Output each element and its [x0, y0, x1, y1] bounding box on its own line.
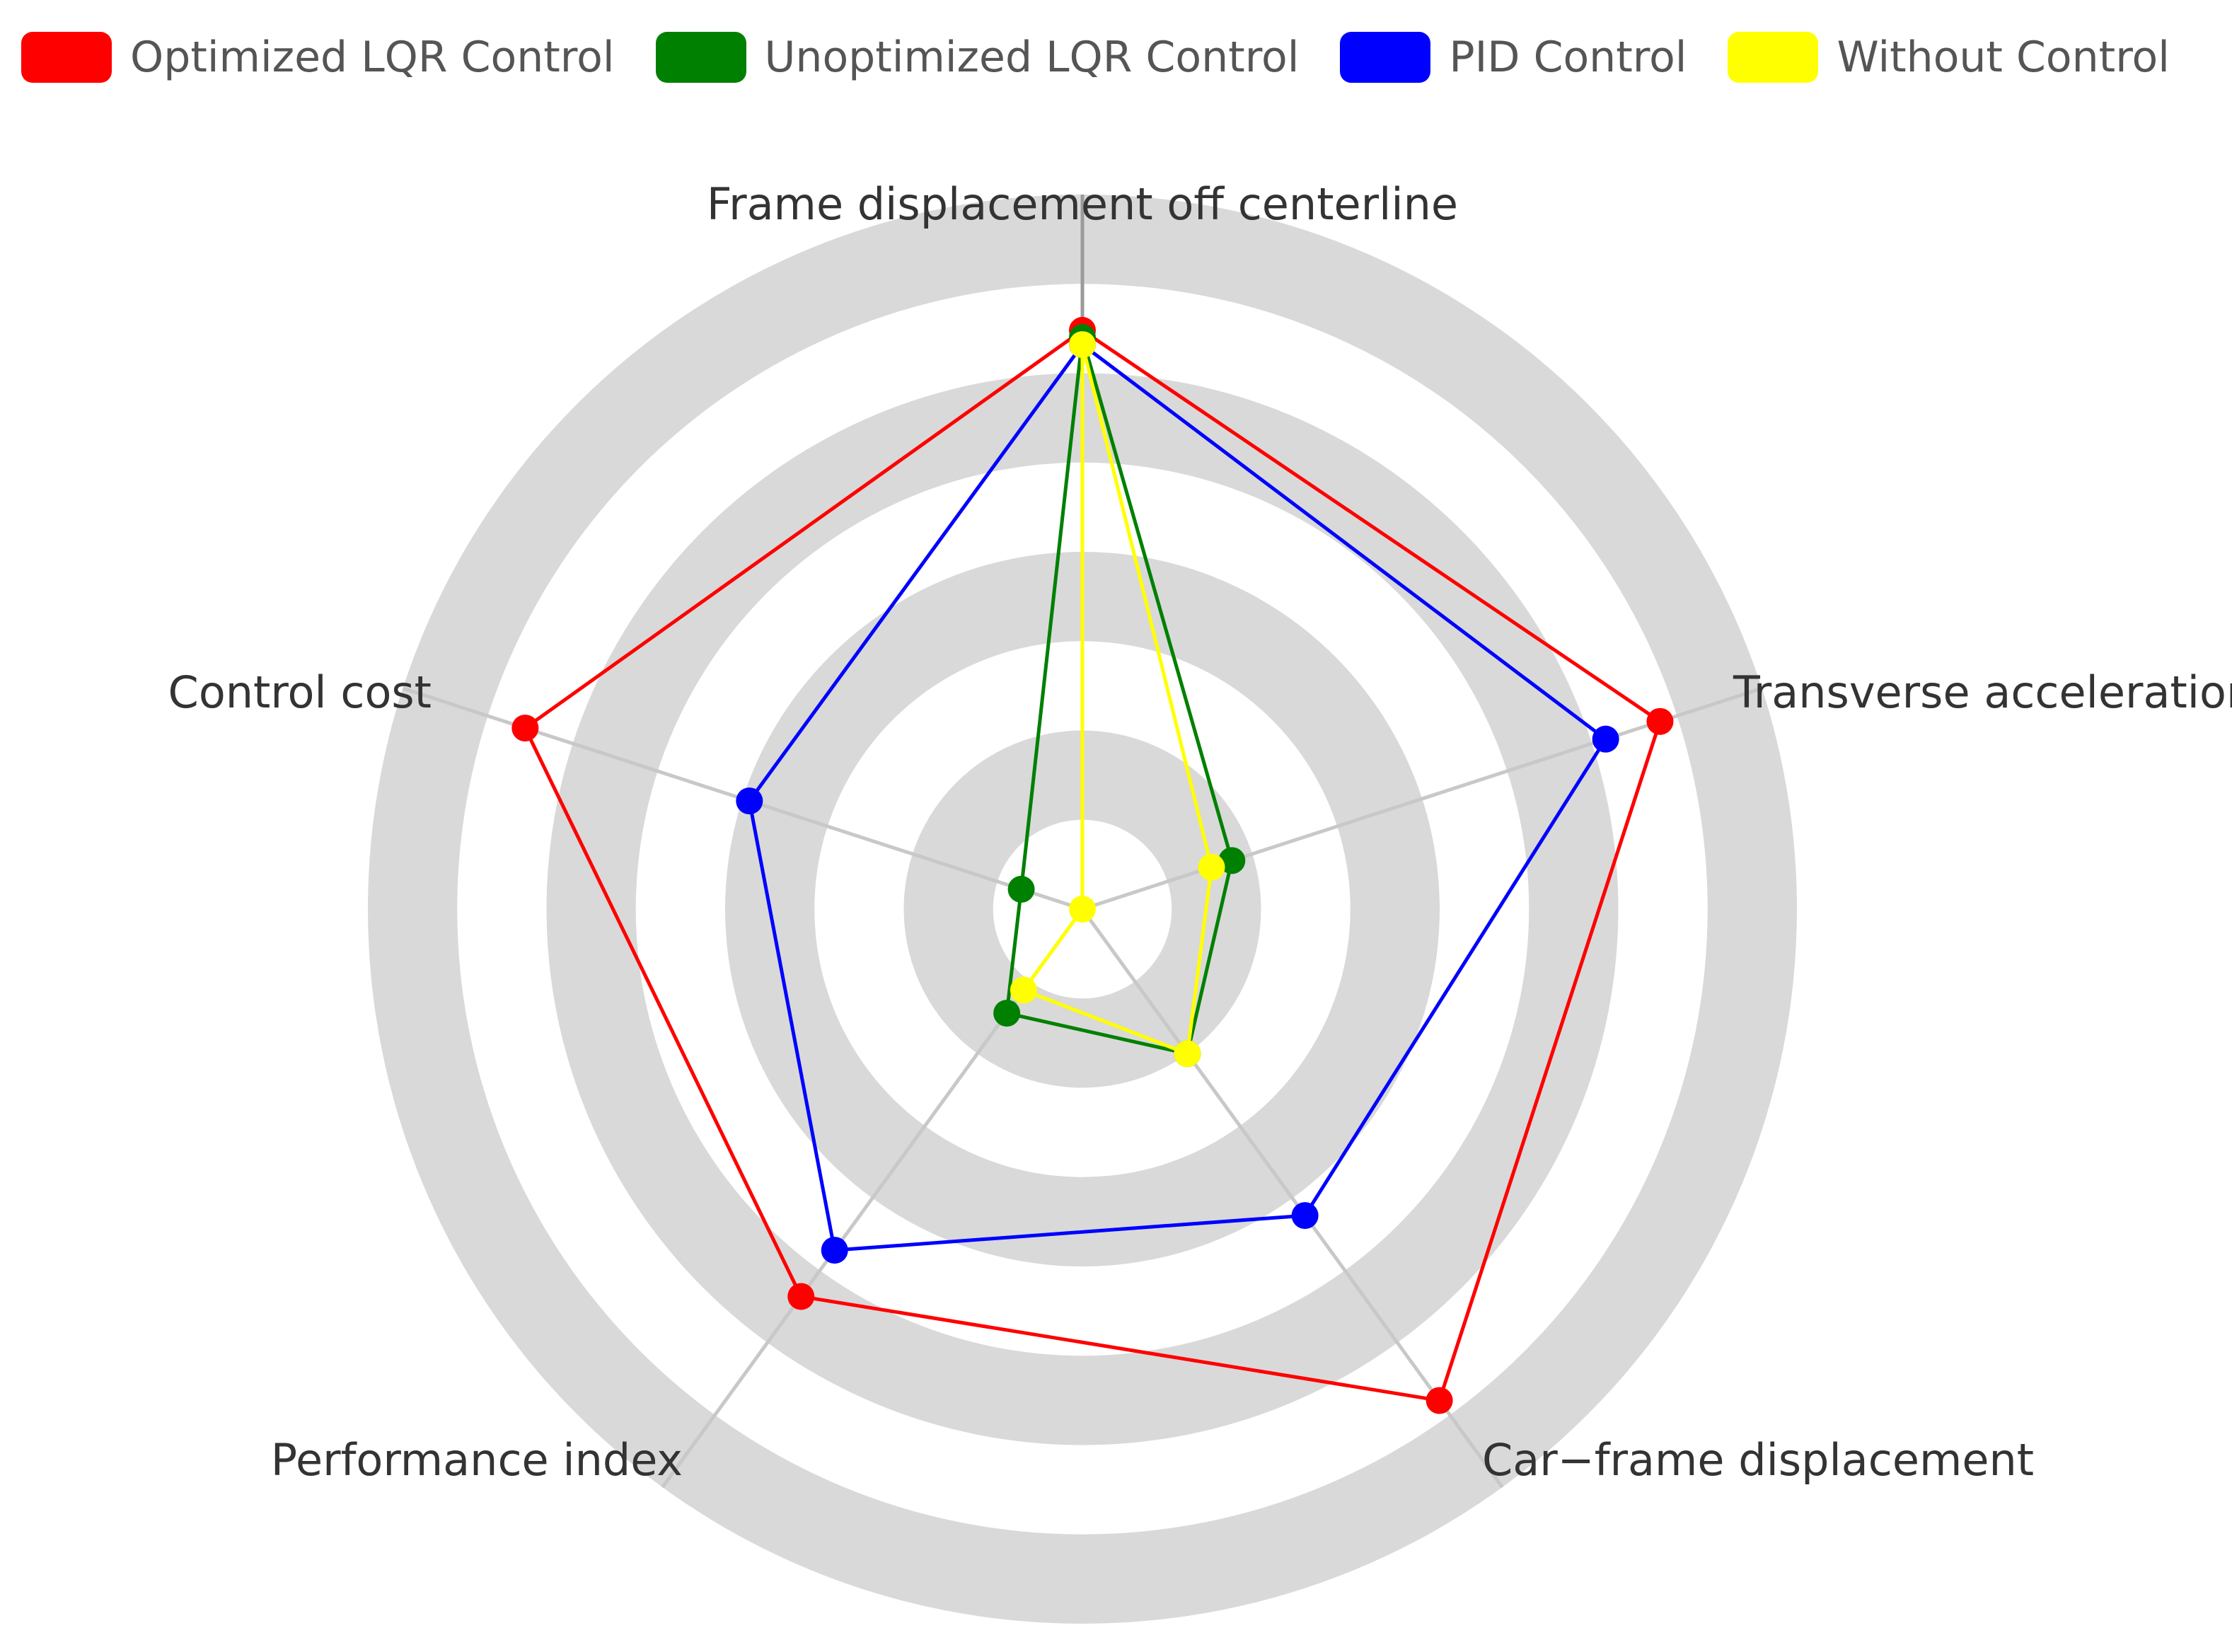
axis-label-control-cost: Control cost: [168, 666, 432, 718]
series-line-0: [523, 328, 1662, 1402]
chart-legend: Optimized LQR Control Unoptimized LQR Co…: [21, 25, 2211, 89]
data-point-3-0[interactable]: [1069, 331, 1096, 359]
data-point-3-2[interactable]: [1174, 1040, 1201, 1068]
axis-label-car-frame-displacement: Car−frame displacement: [1482, 1434, 2034, 1486]
legend-swatch-pid: [1340, 32, 1431, 83]
data-point-1-3[interactable]: [993, 1000, 1021, 1027]
legend-swatch-optimized-lqr: [21, 32, 112, 83]
data-point-0-2[interactable]: [1426, 1387, 1453, 1414]
legend-label-unoptimized-lqr: Unoptimized LQR Control: [764, 33, 1300, 82]
data-point-1-1[interactable]: [1218, 847, 1246, 874]
data-point-2-3[interactable]: [821, 1237, 848, 1264]
series-line-2: [747, 342, 1608, 1252]
legend-item-optimized-lqr[interactable]: Optimized LQR Control: [21, 32, 615, 83]
data-point-0-4[interactable]: [511, 715, 539, 742]
axis-label-frame-displacement: Frame displacement off centerline: [707, 178, 1458, 230]
axis-label-performance-index: Performance index: [271, 1434, 683, 1486]
data-point-2-2[interactable]: [1291, 1202, 1319, 1230]
series-3: [1010, 331, 1225, 1068]
data-point-2-1[interactable]: [1592, 725, 1619, 753]
legend-label-optimized-lqr: Optimized LQR Control: [130, 33, 615, 82]
legend-item-without-control[interactable]: Without Control: [1728, 32, 2170, 83]
data-point-3-4[interactable]: [1069, 896, 1096, 923]
data-point-0-3[interactable]: [787, 1283, 815, 1310]
series-line-1: [1005, 335, 1234, 1056]
axis-label-transverse-acceleration: Transverse acceleration: [1733, 666, 2232, 718]
legend-label-without-control: Without Control: [1837, 33, 2170, 82]
legend-label-pid: PID Control: [1449, 33, 1687, 82]
legend-item-unoptimized-lqr[interactable]: Unoptimized LQR Control: [655, 32, 1300, 83]
legend-item-pid[interactable]: PID Control: [1340, 32, 1687, 83]
radar-series-group: [511, 316, 1674, 1414]
legend-swatch-unoptimized-lqr: [655, 32, 746, 83]
data-point-0-1[interactable]: [1646, 707, 1674, 735]
data-point-3-3[interactable]: [1010, 976, 1037, 1004]
data-point-2-4[interactable]: [736, 787, 763, 815]
data-point-3-1[interactable]: [1198, 853, 1225, 881]
series-line-3: [1022, 342, 1213, 1056]
legend-swatch-without-control: [1728, 32, 1819, 83]
data-point-1-4[interactable]: [1007, 875, 1035, 903]
radar-axis-labels: Frame displacement off centerline Transv…: [168, 178, 2232, 1486]
